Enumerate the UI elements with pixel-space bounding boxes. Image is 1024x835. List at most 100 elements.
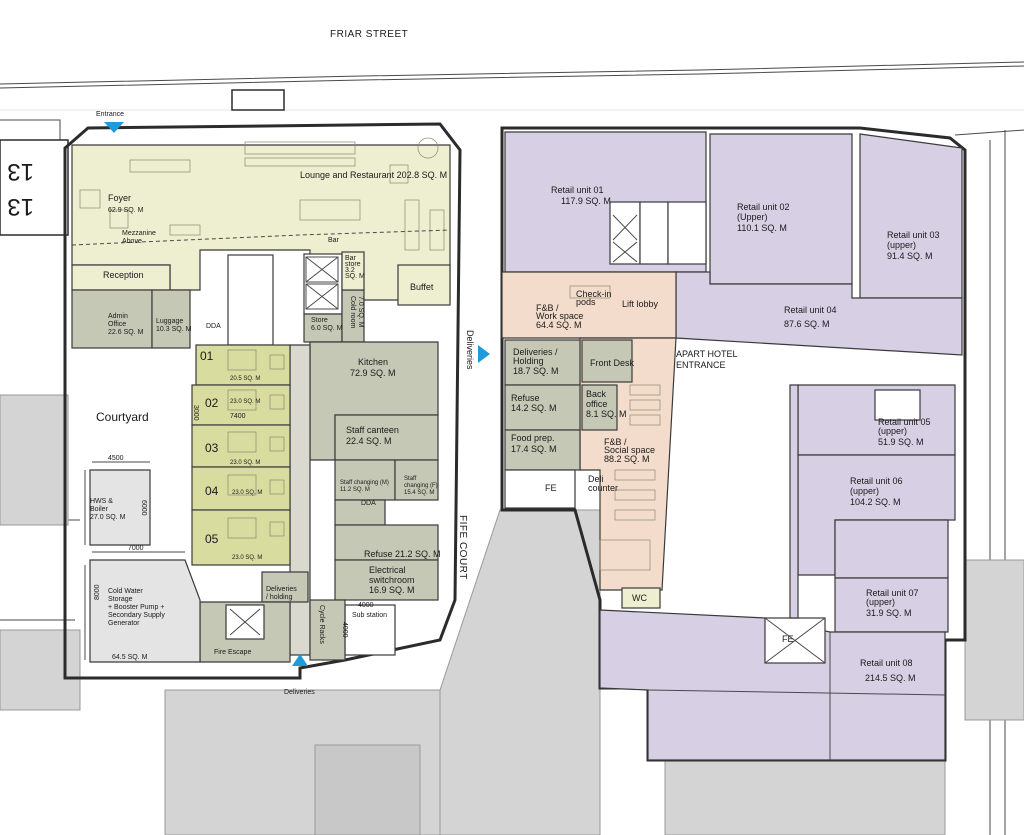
zone-reception — [71, 264, 171, 291]
left-building — [63, 122, 462, 680]
zone-corridor — [289, 344, 311, 656]
deliveries-arrow-side-icon — [478, 345, 490, 363]
zone-refuse-left — [334, 524, 439, 561]
label-fe-2: FE — [782, 634, 794, 644]
label-retail-04-2: 87.6 SQ. M — [784, 319, 830, 329]
bedroom-02 — [191, 384, 291, 426]
label-electrical-2: switchroom — [369, 575, 415, 585]
label-retail-02-2: (Upper) — [737, 212, 768, 222]
label-staff-canteen-2: 22.4 SQ. M — [346, 436, 392, 446]
label-deliveries-holding-right-2: Holding — [513, 356, 544, 366]
label-bedroom-03: 03 — [205, 441, 219, 455]
label-retail-08-1: Retail unit 08 — [860, 658, 913, 668]
label-refuse-right-2: 14.2 SQ. M — [511, 403, 557, 413]
label-foyer-area: 62.9 SQ. M — [108, 207, 144, 214]
label-hws-2: Boiler — [90, 506, 109, 513]
label-fb-work-1: F&B / — [536, 303, 559, 313]
zone-hws-boiler — [89, 469, 151, 546]
label-cold-water-4: Secondary Supply — [108, 612, 165, 619]
label-fb-work-2: Work space — [536, 311, 583, 321]
deliveries-arrow-bottom-icon — [292, 654, 308, 666]
label-reception: Reception — [103, 270, 144, 280]
neighbour-number-2: 13 — [7, 193, 34, 220]
label-retail-06-2: (upper) — [850, 486, 879, 496]
zone-staff-changing-m — [334, 459, 396, 501]
label-bedroom-04-area: 23.0 SQ. M — [232, 490, 262, 496]
label-deli-2: counter — [588, 483, 618, 493]
label-deli-1: Deli — [588, 474, 604, 484]
label-deliveries-holding-1: Deliveries — [266, 586, 297, 593]
label-cycle-racks-dim: 4000 — [341, 622, 348, 638]
label-bar-store-1: Bar — [345, 255, 357, 262]
label-admin-2: Office — [108, 321, 126, 328]
label-bedroom-02-area: 23.0 SQ. M — [230, 399, 260, 405]
label-sub-station-dim: 4000 — [358, 602, 374, 609]
label-bar-store-4: SQ. M — [345, 273, 365, 280]
label-kitchen-1: Kitchen — [358, 357, 388, 367]
label-bedroom-03-area: 23.0 SQ. M — [230, 460, 260, 466]
zone-cycle-racks — [309, 599, 346, 661]
label-bar-store-3: 3.2 — [345, 267, 355, 274]
label-cold-water-3: + Booster Pump + — [108, 604, 164, 611]
label-retail-01-2: 117.9 SQ. M — [561, 196, 611, 206]
label-retail-07-1: Retail unit 07 — [866, 588, 919, 598]
label-fe-1: FE — [545, 483, 557, 493]
street-box — [231, 89, 285, 111]
label-staff-changing-m-2: 11.2 SQ. M — [340, 487, 370, 493]
label-fb-social-3: 88.2 SQ. M — [604, 454, 650, 464]
label-fb-work-3: 64.4 SQ. M — [536, 320, 582, 330]
label-retail-05-3: 51.9 SQ. M — [878, 437, 924, 447]
entrance-arrow-icon — [104, 122, 124, 133]
label-kitchen-2: 72.9 SQ. M — [350, 368, 396, 378]
label-bedroom-02: 02 — [205, 396, 219, 410]
label-wc: WC — [632, 593, 647, 603]
label-cold-water-2: Storage — [108, 596, 133, 603]
label-cold-water-5: Generator — [108, 620, 140, 627]
label-retail-07-2: (upper) — [866, 597, 895, 607]
label-sub-station: Sub station — [352, 612, 387, 619]
zone-sub-station — [344, 604, 396, 656]
zone-retail-03 — [859, 133, 963, 299]
zone-bar-store — [341, 251, 365, 291]
zone-wc — [621, 587, 661, 609]
label-store-1: Store — [311, 317, 328, 324]
label-deliveries-holding-2: / holding — [266, 594, 293, 601]
street-fife: FIFE COURT — [457, 515, 468, 580]
label-mezzanine-1: Mezzanine — [122, 230, 156, 237]
label-entrance: Entrance — [96, 111, 124, 118]
label-staff-changing-f-1: Staff — [404, 476, 417, 482]
label-bedroom-02-dim: 7400 — [230, 413, 246, 420]
label-retail-03-3: 91.4 SQ. M — [887, 251, 933, 261]
label-buffet: Buffet — [410, 282, 434, 292]
label-retail-01-1: Retail unit 01 — [551, 185, 604, 195]
label-hws-dim-top: 4500 — [108, 455, 124, 462]
labels: FRIAR STREET FIFE COURT Courtyard APART … — [90, 29, 940, 696]
zone-retail-left-column — [789, 384, 799, 619]
label-bar-store-2: store — [345, 261, 361, 268]
label-cold-water-dim-top: 7000 — [128, 545, 144, 552]
label-retail-03-2: (upper) — [887, 240, 916, 250]
zone-back-office — [581, 384, 618, 431]
label-refuse-right-1: Refuse — [511, 393, 540, 403]
label-hws-dim-side: 6000 — [140, 500, 147, 516]
zone-buffet — [397, 264, 451, 306]
label-cold-water-area: 64.5 SQ. M — [112, 654, 148, 661]
zone-store — [303, 313, 343, 343]
label-staff-changing-m-1: Staff changing (M) — [340, 480, 389, 486]
label-retail-07-3: 31.9 SQ. M — [866, 608, 912, 618]
label-foyer: Foyer — [108, 193, 131, 203]
label-fb-social-2: Social space — [604, 445, 655, 455]
label-bedroom-05-area: 23.0 SQ. M — [232, 555, 262, 561]
label-courtyard: Courtyard — [96, 410, 149, 424]
neighbouring-buildings: 13 13 — [0, 139, 1024, 835]
label-retail-06-1: Retail unit 06 — [850, 476, 903, 486]
label-retail-06-3: 104.2 SQ. M — [850, 497, 901, 507]
zone-cold-water — [89, 559, 201, 663]
label-deliveries-holding-right-3: 18.7 SQ. M — [513, 366, 559, 376]
label-cold-room-1: Cold room — [349, 296, 356, 328]
markers — [104, 122, 490, 666]
zone-deliveries-holding — [261, 571, 309, 603]
label-deliveries-bottom: Deliveries — [284, 689, 315, 696]
zone-staff-changing-f — [394, 459, 439, 501]
street-friar: FRIAR STREET — [330, 29, 408, 40]
